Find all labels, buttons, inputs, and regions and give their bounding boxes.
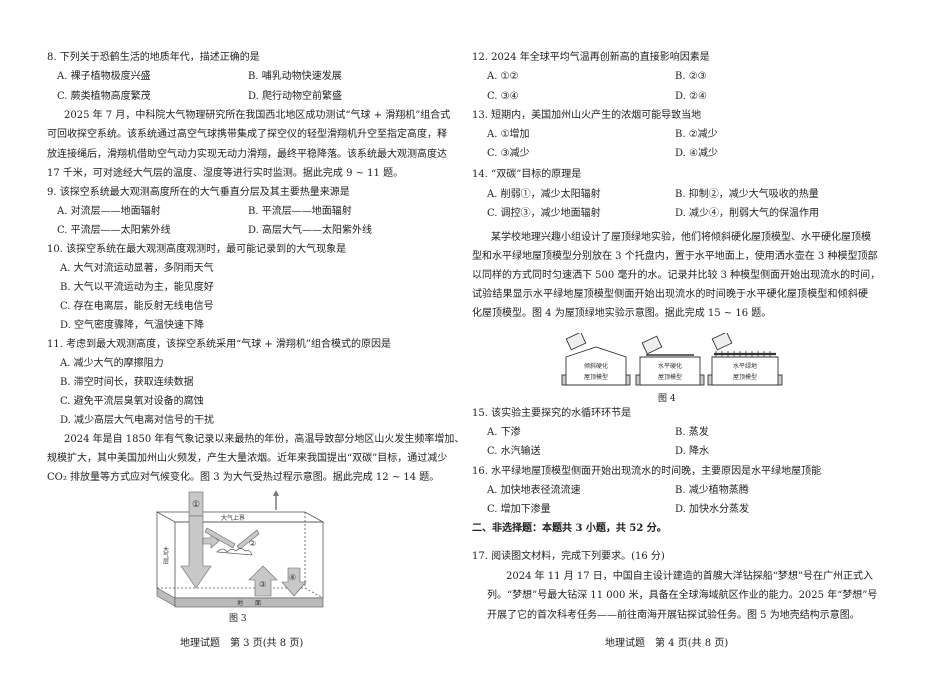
figure-4-caption: 图 4 [658,394,676,404]
label-ground: 地 面 [237,599,261,607]
passage-line: 规模扩大，其中美国加州山火频发，产生大量浓烟。近年来我国提出“双碳”目标，通过减… [47,453,448,464]
page-footer-right: 地理试题 第 4 页(共 8 页) [605,638,729,649]
question-15-option-a: A. 下渗 [487,427,521,438]
question-10-option-c: C. 存在电离层，能反射无线电信号 [60,301,214,312]
question-8-option-b: B. 哺乳动物快速发展 [248,71,342,82]
question-9-stem: 9. 该探空系统最大观测高度所在的大气垂直分层及其主要热量来源是 [47,187,350,198]
model-1-label: 倾斜硬化 [584,362,608,370]
question-10-stem: 10. 该探空系统在最大观测高度观测时，最可能记录到的大气现象是 [47,244,347,255]
passage-line: 2024 年 11 月 17 日，中国自主设计建造的首艘大洋钻探船“梦想”号在广… [506,571,874,582]
question-16-stem: 16. 水平绿地屋顶模型侧面开始出现流水的时间晚，主要原因是水平绿地屋顶能 [472,466,822,477]
question-13-stem: 13. 短期内，美国加州山火产生的浓烟可能导致当地 [472,110,702,121]
arrow-4 [281,567,307,597]
question-12-option-b: B. ②③ [675,71,707,82]
question-12-stem: 12. 2024 年全球平均气温再创新高的直接影响因素是 [472,52,710,63]
question-10-option-d: D. 空气密度骤降，气温快速下降 [60,320,205,331]
page-footer-left: 地理试题 第 3 页(共 8 页) [180,638,304,649]
model-2-label: 水平硬化 [658,362,682,370]
figure-3-atmosphere-heating-diagram: ① ② ③ ④ 大气上界 大气层 地 面 [155,490,325,608]
question-14-stem: 14. “双碳”目标的原理是 [472,169,582,180]
ground-slab [156,587,176,607]
passage-line: 列。“梦想”号最大钻深 11 000 米，具备在全球海域航区作业的能力。2025… [487,590,878,601]
passage-line: 开展了它的首次科考任务——前往南海开展钻探试验任务。图 5 为地壳结构示意图。 [487,610,860,621]
question-14-option-b: B. 抑制②，减少大气吸收的热量 [675,189,819,200]
question-11-stem: 11. 考虑到最大观测高度，该探空系统采用“气球 + 滑翔机”组合模式的原因是 [47,339,392,350]
question-16-option-a: A. 加快地表径流流速 [487,485,581,496]
passage-line: 放连接绳后，滑翔机借助空气动力实现无动力滑翔，最终平稳降落。该系统最大观测高度达 [47,149,447,160]
label-2: ② [249,539,256,548]
passage-line: 化屋顶模型。图 4 为屋顶绿地实验示意图。据此完成 15 ~ 16 题。 [472,308,772,319]
label-atmosphere: 大气层 [162,545,169,565]
question-8-option-d: D. 爬行动物空前繁盛 [248,91,343,102]
question-8-option-c: C. 蕨类植物高度繁茂 [57,91,151,102]
model-1-label-line2: 屋顶模型 [584,373,608,381]
passage-line: 可回收探空系统。该系统通过高空气球携带集成了探空仪的轻型滑翔机升空至指定高度，释 [47,129,447,140]
model-3-label-line2: 屋顶模型 [733,373,757,381]
question-9-option-c: C. 平流层——太阳紫外线 [57,225,171,236]
question-15-option-c: C. 水汽输送 [487,446,541,457]
question-11-option-b: B. 滞空时间长，获取连续数据 [60,377,194,388]
question-13-option-b: B. ②减少 [675,129,718,140]
question-9-option-a: A. 对流层——地面辐射 [57,206,161,217]
section-2-heading: 二、非选择题：本题共 3 小题，共 52 分。 [472,523,667,534]
question-16-option-c: C. 增加下渗量 [487,504,551,515]
question-10-option-b: B. 大气以平流运动为主，能见度好 [60,282,214,293]
question-9-option-d: D. 高层大气——太阳紫外线 [248,225,373,236]
question-12-option-d: D. ②④ [675,91,707,102]
question-13-option-d: D. ④减少 [675,148,718,159]
passage-line: 17 千米，可对途经大气层的温度、湿度等进行实时监测。据此完成 9 ~ 11 题… [47,168,404,179]
question-14-option-d: D. 减少④，削弱大气的保温作用 [675,208,820,219]
question-13-option-a: A. ①增加 [487,129,530,140]
question-11-option-d: D. 减少高层大气电离对信号的干扰 [60,415,215,426]
passage-line: 2024 年是自 1850 年有气象记录以来最热的年份，高温导致部分地区山火发生… [64,434,465,445]
question-15-option-d: D. 降水 [675,446,710,457]
question-12-option-a: A. ①② [487,71,519,82]
label-3: ③ [259,580,266,589]
question-16-option-d: D. 加快水分蒸发 [675,504,750,515]
question-16-option-b: B. 减少植物蒸腾 [675,485,749,496]
question-13-option-c: C. ③减少 [487,148,530,159]
passage-line: 某学校地理兴趣小组设计了屋顶绿地实验，他们将倾斜硬化屋顶模型、水平硬化屋顶模 [491,232,871,243]
question-11-option-a: A. 减少大气的摩擦阻力 [60,358,164,369]
question-14-option-a: A. 削弱①，减少太阳辐射 [487,189,601,200]
question-12-option-c: C. ③④ [487,91,519,102]
question-9-option-b: B. 平流层——地面辐射 [248,206,352,217]
arrow-3 [248,565,278,597]
question-11-option-c: C. 避免平流层臭氧对设备的腐蚀 [60,396,204,407]
question-15-stem: 15. 该实验主要探究的水循环环节是 [472,408,632,419]
label-4: ④ [289,573,296,582]
question-8-stem: 8. 下列关于恐鹤生活的地质年代，描述正确的是 [47,52,260,63]
figure-3-caption: 图 3 [229,614,247,624]
question-14-option-c: C. 调控③，减少地面辐射 [487,208,601,219]
passage-line: 试验结果显示水平绿地屋顶模型侧面开始出现流水的时间晚于水平硬化屋顶模型和倾斜硬 [472,289,868,300]
label-top-of-atmosphere: 大气上界 [221,514,245,522]
question-10-option-a: A. 大气对流运动显著，多阴雨天气 [60,263,214,274]
question-17-stem: 17. 阅读图文材料，完成下列要求。(16 分) [472,551,665,562]
passage-line: 型和水平绿地屋顶模型分别放在 3 个托盘内，置于水平地面上，使用洒水壶在 3 种… [472,251,878,262]
question-8-option-a: A. 裸子植物极度兴盛 [57,71,151,82]
model-2-label-line2: 屋顶模型 [658,373,682,381]
passage-line: CO₂ 排放量等方式应对气候变化。图 3 为大气受热过程示意图。据此完成 12 … [47,472,440,483]
passage-line: 2025 年 7 月，中科院大气物理研究所在我国西北地区成功测试“气球 + 滑翔… [64,110,451,121]
passage-line: 以同样的方式同时匀速洒下 500 毫升的水。记录并比较 3 种模型侧面开始出现流… [472,270,881,281]
label-1: ① [192,500,200,510]
question-15-option-b: B. 蒸发 [675,427,709,438]
model-3-label: 水平绿地 [733,362,757,370]
figure-4-roof-experiment-diagram: 倾斜硬化 屋顶模型 水平硬化 屋顶模型 水平绿地 屋顶模型 [561,333,783,386]
